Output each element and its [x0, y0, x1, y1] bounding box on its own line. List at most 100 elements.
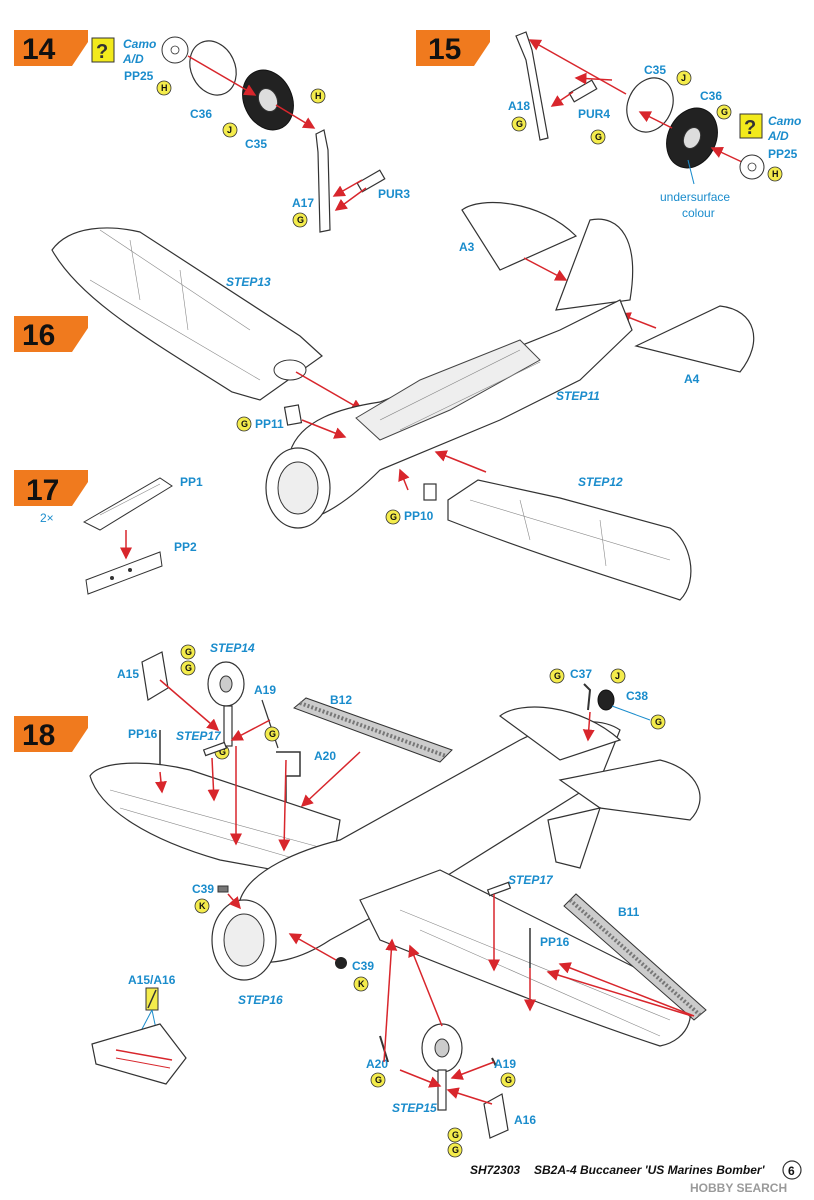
step-18: 18 A15 G G STEP14 A19 G G B12 — [14, 641, 707, 1158]
step-flag-icon — [14, 470, 88, 506]
part-a20-lower: A20 — [366, 1057, 388, 1071]
part-pp11: PP11 — [255, 417, 284, 431]
paint-badge-icon: G — [590, 129, 606, 145]
paint-badge-icon: G — [511, 116, 527, 132]
svg-text:K: K — [358, 979, 365, 989]
step-number: 14 — [22, 33, 56, 66]
svg-text:G: G — [516, 119, 523, 129]
quantity-label: 2× — [40, 511, 54, 525]
colour-note: colour — [682, 206, 715, 220]
page-number: 6 — [788, 1164, 795, 1178]
part-c38: C38 — [626, 689, 648, 703]
part-pp25: PP25 — [768, 147, 798, 161]
wheel-hub-pp25 — [161, 36, 189, 64]
svg-text:K: K — [199, 901, 206, 911]
step-flag-icon — [14, 316, 88, 352]
part-pur4: PUR4 — [578, 107, 610, 121]
paint-badge-icon: G — [180, 660, 196, 676]
step-number: 17 — [26, 474, 59, 507]
part-c39: C39 — [192, 882, 214, 896]
camo-label: Camo — [123, 37, 156, 51]
tyre-c35 — [626, 77, 674, 133]
part-pp10-plate — [423, 483, 437, 501]
step15-label: STEP15 — [392, 1101, 437, 1115]
svg-text:G: G — [554, 671, 561, 681]
paint-badge-icon: H — [767, 166, 783, 182]
part-a3: A3 — [459, 240, 475, 254]
part-a15a16: A15/A16 — [128, 973, 176, 987]
paint-badge-icon: J — [676, 70, 692, 86]
tyre-c36 — [189, 40, 237, 96]
part-a4: A4 — [684, 372, 700, 386]
part-a15-piece — [141, 651, 169, 701]
svg-text:J: J — [227, 125, 232, 135]
paint-badge-icon: G — [264, 726, 280, 742]
right-wing-step12 — [447, 479, 692, 601]
paint-badge-icon: K — [194, 898, 210, 914]
step-number: 18 — [22, 719, 55, 752]
svg-text:G: G — [185, 647, 192, 657]
part-pp1-fret — [82, 477, 173, 531]
step-flag-icon — [416, 30, 490, 66]
paint-badge-icon: G — [180, 644, 196, 660]
strut-a17 — [315, 129, 331, 233]
part-c36: C36 — [700, 89, 722, 103]
step-flag-icon — [14, 716, 88, 752]
part-pp2-bracket — [85, 551, 163, 595]
paint-badge-icon: G — [370, 1072, 386, 1088]
left-wing-step13 — [51, 227, 323, 401]
step12-label: STEP12 — [578, 475, 623, 489]
tail-stabilizer-right — [558, 759, 701, 821]
svg-text:G: G — [185, 663, 192, 673]
svg-text:?: ? — [744, 117, 756, 139]
svg-text:G: G — [375, 1075, 382, 1085]
part-c35: C35 — [245, 137, 267, 151]
part-c36: C36 — [190, 107, 212, 121]
footer-code: SH72303 — [470, 1163, 520, 1177]
step14-label: STEP14 — [210, 641, 255, 655]
part-a20: A20 — [314, 749, 336, 763]
step13-label: STEP13 — [226, 275, 271, 289]
part-a16-piece — [483, 1093, 509, 1139]
camo-ad-label: A/D — [767, 129, 789, 143]
svg-text:G: G — [595, 132, 602, 142]
paint-badge-icon: G — [500, 1072, 516, 1088]
svg-text:H: H — [772, 169, 779, 179]
svg-text:J: J — [615, 671, 620, 681]
camo-ad-label: A/D — [122, 52, 144, 66]
svg-text:G: G — [452, 1130, 459, 1140]
paint-badge-icon: J — [222, 122, 238, 138]
paint-badge-icon: H — [156, 80, 172, 96]
part-pp25: PP25 — [124, 69, 154, 83]
svg-text:G: G — [505, 1075, 512, 1085]
svg-text:G: G — [655, 717, 662, 727]
paint-badge-icon: G — [292, 212, 308, 228]
part-a19-lower: A19 — [494, 1057, 516, 1071]
part-b12: B12 — [330, 693, 352, 707]
paint-badge-icon: J — [610, 668, 626, 684]
camo-label: Camo — [768, 114, 801, 128]
step-number: 15 — [428, 33, 461, 66]
svg-text:G: G — [452, 1145, 459, 1155]
paint-badge-icon: G — [447, 1127, 463, 1143]
step-17: 17 2× PP1 PP2 — [14, 470, 203, 595]
svg-text:H: H — [315, 91, 322, 101]
part-pp2: PP2 — [174, 540, 197, 554]
part-a15: A15 — [117, 667, 139, 681]
svg-text:G: G — [241, 419, 248, 429]
part-pp10: PP10 — [404, 509, 434, 523]
watermark: HOBBY SEARCH — [690, 1181, 787, 1195]
paint-badge-icon: H — [310, 88, 326, 104]
paint-badge-icon: K — [353, 976, 369, 992]
svg-text:G: G — [390, 512, 397, 522]
part-c37: C37 — [570, 667, 592, 681]
step-16: 16 STEP13 A3 A4 STEP11 PP11 G — [14, 201, 755, 601]
cockpit — [355, 339, 541, 441]
paint-badge-icon: G — [385, 509, 401, 525]
part-pp16-right: PP16 — [540, 935, 570, 949]
part-a17: A17 — [292, 196, 314, 210]
tailwheel-c38 — [597, 689, 615, 711]
part-c35: C35 — [644, 63, 666, 77]
step11-label: STEP11 — [556, 389, 600, 403]
